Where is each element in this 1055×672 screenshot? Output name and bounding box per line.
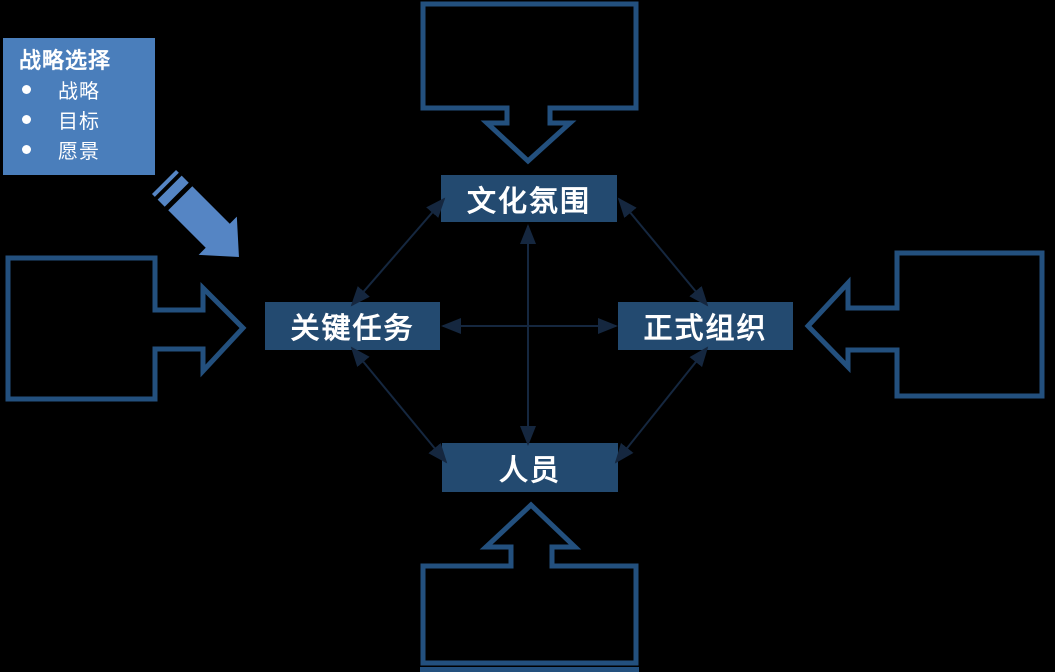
bullet-item-vision: 愿景 — [19, 134, 155, 164]
connector-formalorg-people — [614, 346, 709, 464]
bullet-label: 愿景 — [58, 140, 100, 163]
striped-diagonal-arrow-icon — [151, 169, 239, 257]
node-formal-org-label: 正式组织 — [618, 302, 793, 350]
node-key-tasks-label: 关键任务 — [265, 302, 440, 350]
bottom-edge-bar — [420, 667, 639, 672]
right-input-box-left-arrow-callout — [804, 250, 1045, 399]
bullet-label: 目标 — [58, 110, 100, 133]
bullet-label: 战略 — [58, 80, 100, 103]
node-culture-label: 文化氛围 — [441, 175, 617, 222]
left-input-box-right-arrow-callout — [5, 255, 247, 402]
connector-keytasks-people — [350, 346, 448, 464]
strategy-panel-title: 战略选择 — [19, 48, 112, 73]
bullet-item-strategy: 战略 — [19, 74, 155, 104]
connector-keytasks-culture — [350, 197, 446, 307]
strategy-choice-panel: 战略选择 战略 目标 愿景 — [3, 38, 155, 175]
top-input-box-down-arrow-callout — [420, 1, 639, 165]
bullet-dot-icon — [22, 84, 31, 94]
bottom-input-box-up-arrow-callout — [420, 501, 639, 666]
node-people-label: 人员 — [442, 443, 618, 492]
bullet-dot-icon — [22, 144, 31, 154]
connector-culture-formalorg — [617, 197, 709, 307]
bullet-item-goal: 目标 — [19, 104, 155, 134]
bullet-dot-icon — [22, 114, 31, 124]
